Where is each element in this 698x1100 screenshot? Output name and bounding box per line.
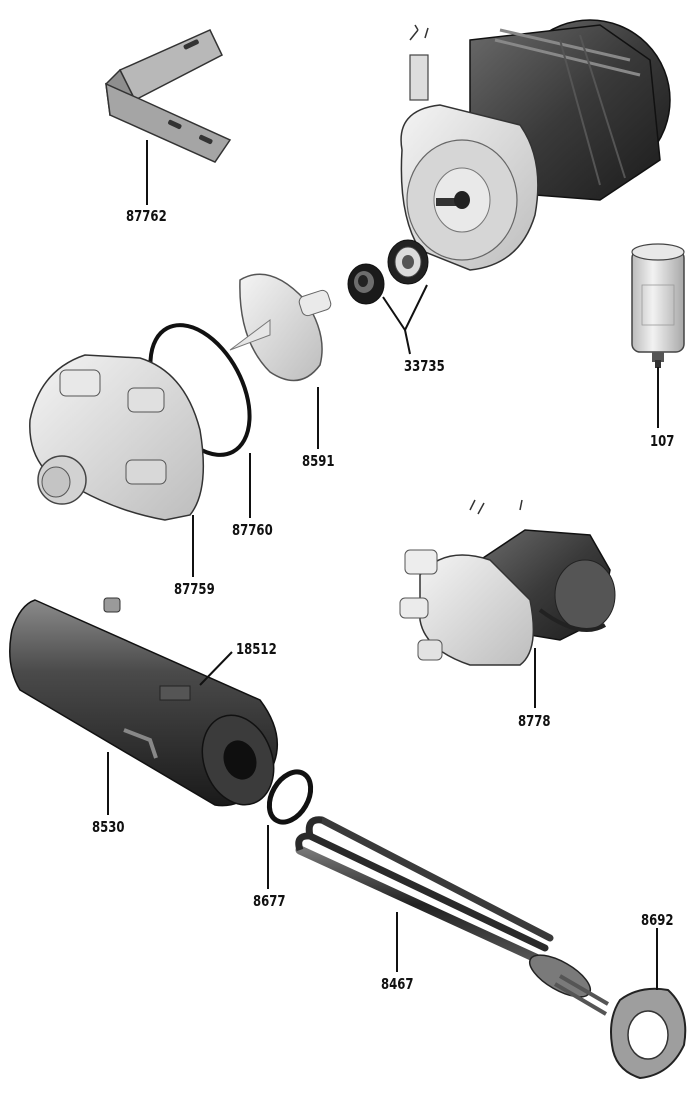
label-18512: 18512 [236,640,277,658]
leader-33735 [382,284,428,333]
label-8467: 8467 [381,975,414,993]
label-87759: 87759 [174,580,215,598]
leader-18512 [199,651,233,686]
leader-33735-stem [404,329,411,355]
label-8591: 8591 [302,452,335,470]
boiler-tank-part [9,597,279,807]
pump-assembly-part [399,499,616,666]
label-8778: 8778 [518,712,551,730]
motor-part [400,19,671,271]
label-87762: 87762 [126,207,167,225]
pump-housing-part [29,354,205,521]
label-87760: 87760 [232,521,273,539]
leader-lines [107,140,659,990]
impeller-part [229,273,332,382]
label-8530: 8530 [92,818,125,836]
seal-kit-part [347,239,429,305]
capacitor-part [631,243,685,368]
label-8677: 8677 [253,892,286,910]
label-33735: 33735 [404,357,445,375]
label-8692: 8692 [641,911,674,929]
heating-element-part [295,816,610,1016]
bracket-part [105,29,232,163]
o-ring-small-part [266,769,314,825]
flange-gasket-part [610,987,687,1080]
label-107: 107 [650,432,675,450]
